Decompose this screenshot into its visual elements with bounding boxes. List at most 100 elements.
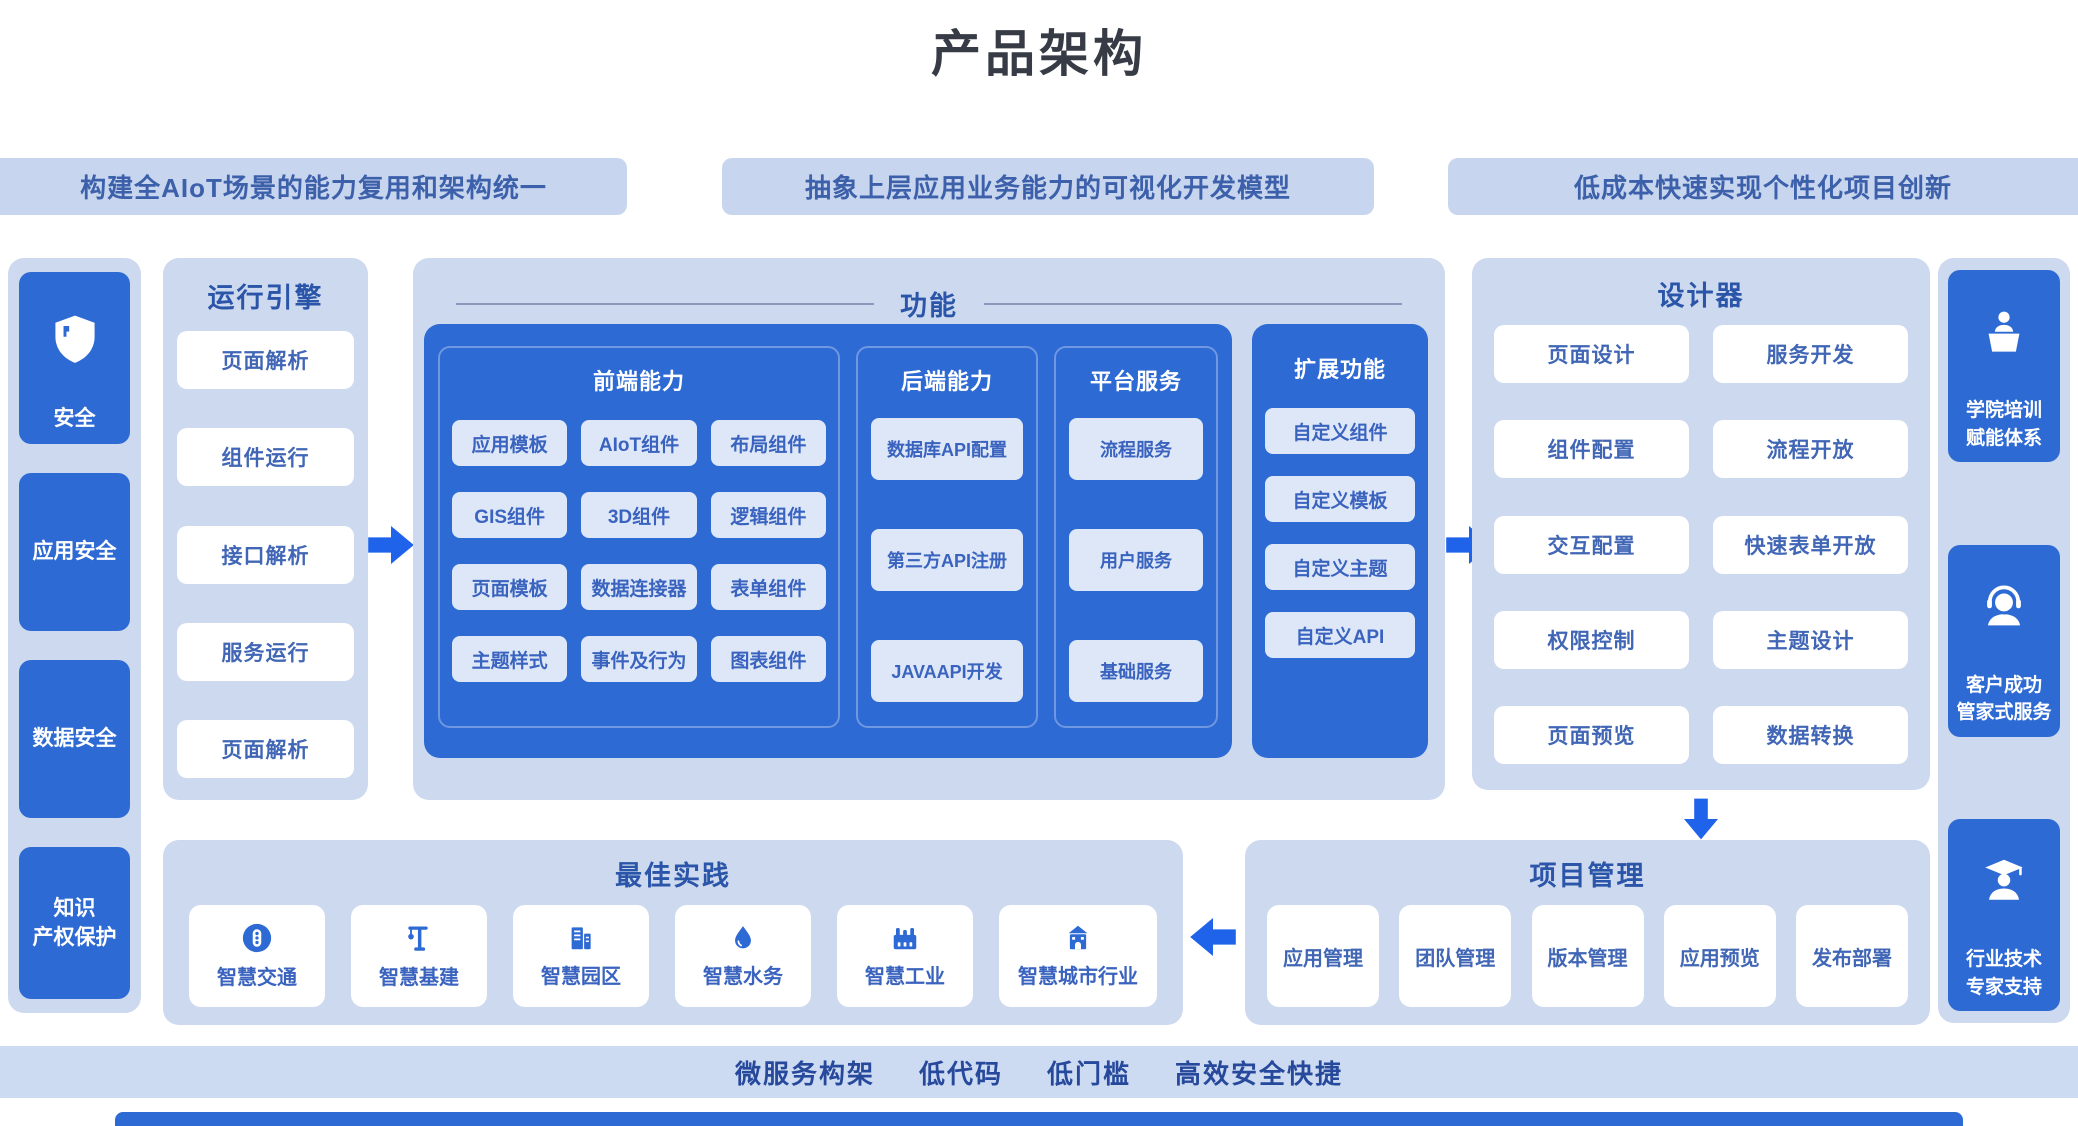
designer-item: 权限控制 bbox=[1494, 610, 1689, 669]
customer-success-label: 客户成功 管家式服务 bbox=[1956, 674, 2052, 724]
bottom-banner-item: 低代码 bbox=[918, 1058, 1003, 1089]
house-icon bbox=[1063, 923, 1093, 953]
bottom-strip bbox=[115, 1112, 1963, 1126]
designer-item: 页面设计 bbox=[1494, 325, 1689, 383]
runtime-engine-title: 运行引擎 bbox=[207, 283, 324, 313]
project-management-title: 项目管理 bbox=[1529, 861, 1646, 891]
security-box: 安全 bbox=[19, 272, 130, 444]
capability-chip: AIoT组件 bbox=[581, 420, 697, 466]
project-management-card: 团队管理 bbox=[1399, 905, 1512, 1007]
right-arrow-icon bbox=[1446, 526, 1492, 564]
shield-icon bbox=[48, 283, 102, 396]
bottom-banner-item: 高效安全快捷 bbox=[1175, 1058, 1344, 1089]
project-management-card: 版本管理 bbox=[1531, 905, 1644, 1007]
project-management-cards: 应用管理 团队管理 版本管理 应用预览 发布部署 bbox=[1267, 905, 1908, 1007]
designer-item: 主题设计 bbox=[1713, 610, 1908, 669]
capability-chip: 数据连接器 bbox=[581, 564, 697, 610]
capability-chip: 表单组件 bbox=[710, 564, 826, 610]
best-practice-label: 智慧基建 bbox=[379, 967, 459, 989]
bottom-banner: 微服务构架 低代码 低门槛 高效安全快捷 bbox=[0, 1046, 2078, 1098]
best-practice-label: 智慧水务 bbox=[703, 966, 783, 988]
capability-chip: 3D组件 bbox=[581, 492, 697, 538]
bottom-banner-item: 微服务构架 bbox=[734, 1058, 875, 1089]
project-management-card: 应用管理 bbox=[1267, 905, 1379, 1007]
traffic-light-icon bbox=[241, 922, 273, 954]
app-security-box: 应用安全 bbox=[19, 473, 130, 631]
capability-chip: 用户服务 bbox=[1069, 529, 1203, 591]
capability-chip: 逻辑组件 bbox=[710, 492, 826, 538]
capability-chip: 页面模板 bbox=[452, 564, 568, 610]
runtime-engine-section: 运行引擎 页面解析 组件运行 接口解析 服务运行 页面解析 bbox=[163, 258, 368, 800]
capability-chip: 自定义组件 bbox=[1265, 408, 1415, 454]
functions-section: 功能 前端能力 应用模板 AIoT组件 布局组件 GIS组件 3D组件 逻辑组件… bbox=[413, 258, 1445, 800]
extension-functions-list: 自定义组件 自定义模板 自定义主题 自定义API bbox=[1252, 384, 1428, 658]
capability-chip: 自定义模板 bbox=[1265, 476, 1415, 522]
best-practice-card: 智慧园区 bbox=[513, 905, 649, 1007]
project-management-card: 发布部署 bbox=[1796, 905, 1908, 1007]
functions-header: 功能 bbox=[413, 284, 1445, 323]
capability-chip: 自定义API bbox=[1265, 612, 1415, 658]
best-practice-card: 智慧城市行业 bbox=[999, 905, 1157, 1007]
runtime-item: 组件运行 bbox=[177, 428, 354, 487]
capability-chip: 应用模板 bbox=[452, 420, 568, 466]
security-label: 安全 bbox=[53, 406, 96, 430]
platform-service-list: 流程服务 用户服务 基础服务 bbox=[1056, 396, 1216, 726]
capability-chip: GIS组件 bbox=[452, 492, 568, 538]
runtime-engine-list: 页面解析 组件运行 接口解析 服务运行 页面解析 bbox=[177, 331, 354, 778]
platform-service-title: 平台服务 bbox=[1089, 369, 1182, 394]
best-practice-label: 智慧交通 bbox=[217, 967, 297, 989]
backend-capability-title: 后端能力 bbox=[900, 369, 993, 394]
training-support-label: 学院培训 赋能体系 bbox=[1965, 400, 2042, 449]
frontend-capability-grid: 应用模板 AIoT组件 布局组件 GIS组件 3D组件 逻辑组件 页面模板 数据… bbox=[440, 396, 838, 682]
header-line-right bbox=[984, 302, 1402, 305]
designer-item: 服务开发 bbox=[1713, 325, 1908, 383]
capability-chip: 第三方API注册 bbox=[871, 529, 1023, 591]
support-column: 学院培训 赋能体系 客户成功 管家式服务 bbox=[1938, 258, 2070, 1023]
right-arrow-icon bbox=[368, 526, 414, 564]
best-practice-label: 智慧城市行业 bbox=[1018, 966, 1138, 988]
runtime-item: 接口解析 bbox=[177, 525, 354, 584]
best-practice-label: 智慧园区 bbox=[541, 966, 621, 988]
frontend-capability-title: 前端能力 bbox=[592, 369, 685, 394]
capability-chip: 流程服务 bbox=[1069, 418, 1203, 480]
project-management-section: 项目管理 应用管理 团队管理 版本管理 应用预览 发布部署 bbox=[1245, 840, 1930, 1025]
best-practice-label: 智慧工业 bbox=[865, 966, 945, 988]
down-arrow-icon bbox=[1684, 798, 1718, 840]
designer-section: 设计器 页面设计 服务开发 组件配置 流程开放 交互配置 快速表单开放 权限控制… bbox=[1472, 258, 1930, 790]
top-banner-low-cost: 低成本快速实现个性化项目创新 bbox=[1448, 158, 2078, 215]
crane-icon bbox=[403, 922, 435, 954]
best-practice-card: 智慧交通 bbox=[189, 905, 325, 1007]
headset-icon bbox=[1979, 554, 2029, 659]
capability-chip: 主题样式 bbox=[452, 636, 568, 682]
graduate-icon bbox=[1979, 829, 2029, 934]
header-line-left bbox=[456, 302, 874, 305]
best-practice-cards: 智慧交通 智慧基建 bbox=[189, 905, 1157, 1007]
designer-grid: 页面设计 服务开发 组件配置 流程开放 交互配置 快速表单开放 权限控制 主题设… bbox=[1494, 325, 1908, 764]
app-security-label: 应用安全 bbox=[32, 540, 117, 564]
backend-capability-panel: 后端能力 数据库API配置 第三方API注册 JAVAAPI开发 bbox=[856, 346, 1038, 728]
top-banner-low-cost-label: 低成本快速实现个性化项目创新 bbox=[1573, 173, 1952, 203]
runtime-item: 服务运行 bbox=[177, 622, 354, 681]
designer-item: 页面预览 bbox=[1494, 706, 1689, 764]
runtime-item: 页面解析 bbox=[177, 331, 354, 389]
capability-chip: 事件及行为 bbox=[581, 636, 697, 682]
industry-expert-label: 行业技术 专家支持 bbox=[1965, 949, 2042, 998]
factory-icon bbox=[889, 923, 921, 953]
capability-chip: JAVAAPI开发 bbox=[871, 640, 1023, 702]
designer-item: 交互配置 bbox=[1494, 515, 1689, 574]
building-icon bbox=[566, 923, 596, 953]
trainer-icon bbox=[1979, 280, 2029, 385]
left-arrow-icon bbox=[1190, 918, 1236, 956]
designer-item: 组件配置 bbox=[1494, 420, 1689, 479]
runtime-item: 页面解析 bbox=[177, 720, 354, 778]
bottom-banner-item: 低门槛 bbox=[1047, 1058, 1132, 1089]
extension-functions-box: 扩展功能 自定义组件 自定义模板 自定义主题 自定义API bbox=[1252, 324, 1428, 758]
backend-capability-list: 数据库API配置 第三方API注册 JAVAAPI开发 bbox=[858, 396, 1036, 726]
customer-success-box: 客户成功 管家式服务 bbox=[1948, 544, 2060, 737]
best-practice-card: 智慧基建 bbox=[351, 905, 487, 1007]
ip-protection-label: 知识 产权保护 bbox=[32, 896, 117, 949]
best-practice-section: 最佳实践 智慧交通 bbox=[163, 840, 1183, 1025]
extension-functions-title: 扩展功能 bbox=[1293, 357, 1386, 382]
training-support-box: 学院培训 赋能体系 bbox=[1948, 270, 2060, 462]
frontend-capability-panel: 前端能力 应用模板 AIoT组件 布局组件 GIS组件 3D组件 逻辑组件 页面… bbox=[438, 346, 840, 728]
